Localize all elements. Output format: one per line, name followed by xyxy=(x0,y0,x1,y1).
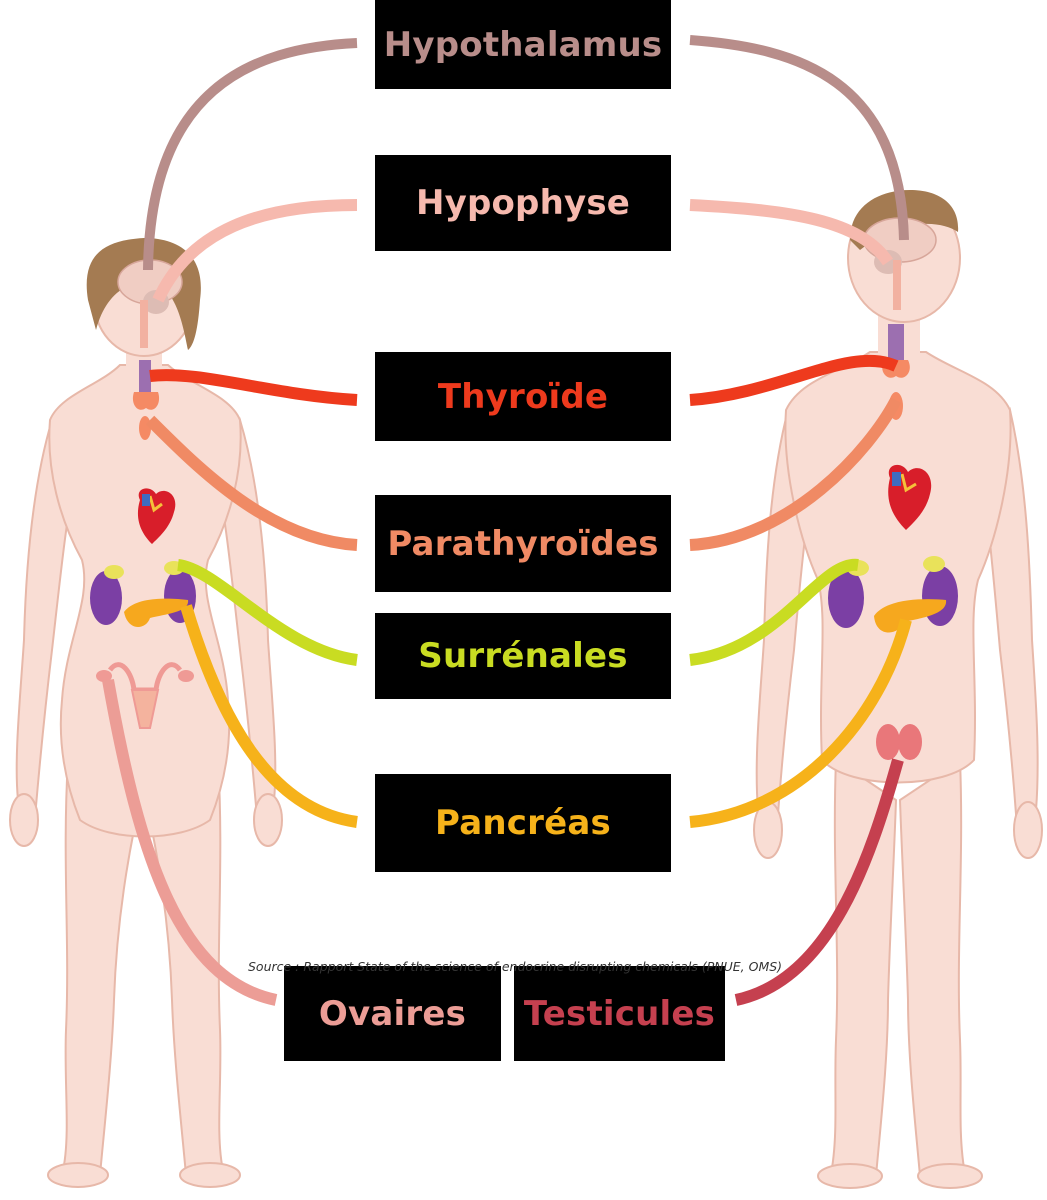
female-reproductive xyxy=(96,662,194,729)
label-pancreas: Pancréas xyxy=(375,774,671,872)
label-surrenales: Surrénales xyxy=(375,613,671,699)
connector-pancreas-left xyxy=(180,604,358,828)
label-hypothalamus-text: Hypothalamus xyxy=(383,24,663,65)
label-pancreas-text: Pancréas xyxy=(435,803,611,843)
male-abdomen-organs xyxy=(828,556,958,633)
male-trachea xyxy=(888,324,904,360)
source-caption: Source : Rapport State of the science of… xyxy=(248,959,783,974)
label-ovaires-text: Ovaires xyxy=(318,993,467,1034)
connector-hypophyse-right xyxy=(689,199,893,266)
label-testicules-text: Testicules xyxy=(523,993,716,1034)
connector-thyroide-right xyxy=(689,354,899,406)
connectors xyxy=(102,35,912,1006)
label-hypophyse-text: Hypophyse xyxy=(415,183,631,223)
connector-testicules-right xyxy=(734,758,904,1006)
male-heart xyxy=(888,464,932,530)
connector-hypophyse-left xyxy=(152,199,358,303)
male-figure xyxy=(753,190,1043,1189)
label-testicules: Testicules xyxy=(514,966,725,1061)
connector-parathyroides-left xyxy=(145,415,358,551)
male-body xyxy=(753,193,1043,1189)
label-parathyroides: Parathyroïdes xyxy=(375,495,671,592)
label-ovaires: Ovaires xyxy=(284,966,501,1061)
connector-pancreas-right xyxy=(689,618,912,828)
female-body xyxy=(9,243,283,1188)
connector-surrenales-left xyxy=(176,559,358,666)
connector-thyroide-left xyxy=(149,369,358,406)
connector-ovaires-left xyxy=(102,678,278,1006)
connector-parathyroides-right xyxy=(689,397,902,551)
label-thyroide-text: Thyroïde xyxy=(437,376,609,417)
connector-hypothalamus-left xyxy=(143,38,358,271)
connector-surrenales-right xyxy=(689,558,859,666)
label-hypophyse: Hypophyse xyxy=(375,155,671,251)
connector-hypothalamus-right xyxy=(689,35,909,241)
label-parathyroides-text: Parathyroïdes xyxy=(387,523,659,564)
label-hypothalamus: Hypothalamus xyxy=(375,0,671,89)
label-thyroide: Thyroïde xyxy=(375,352,671,441)
female-thyroid xyxy=(132,392,160,410)
female-heart xyxy=(137,488,176,544)
male-testes xyxy=(876,724,922,760)
label-surrenales-text: Surrénales xyxy=(418,636,628,676)
female-trachea xyxy=(139,360,151,392)
female-figure xyxy=(9,238,283,1188)
